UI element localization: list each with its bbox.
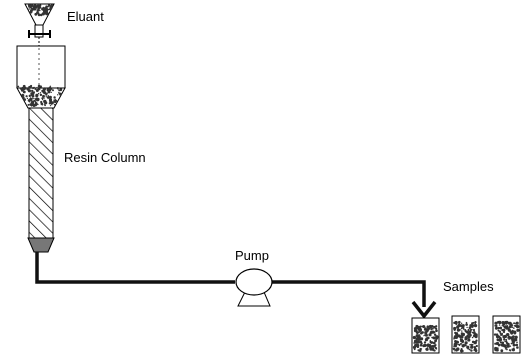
resin-column: [27, 107, 55, 253]
stopcock-icon: [28, 24, 51, 46]
eluant-label: Eluant: [67, 9, 104, 24]
sample-vial-icon: [451, 315, 480, 354]
pump-icon: [235, 268, 273, 307]
sample-vial-icon: [411, 317, 440, 354]
samples-label: Samples: [443, 279, 494, 294]
resin-column-label: Resin Column: [64, 150, 146, 165]
tubing: [35, 252, 437, 319]
sample-vial-icon: [492, 315, 521, 354]
eluant-funnel-icon: [24, 3, 55, 26]
reservoir: [16, 45, 66, 109]
pump-label: Pump: [235, 248, 269, 263]
